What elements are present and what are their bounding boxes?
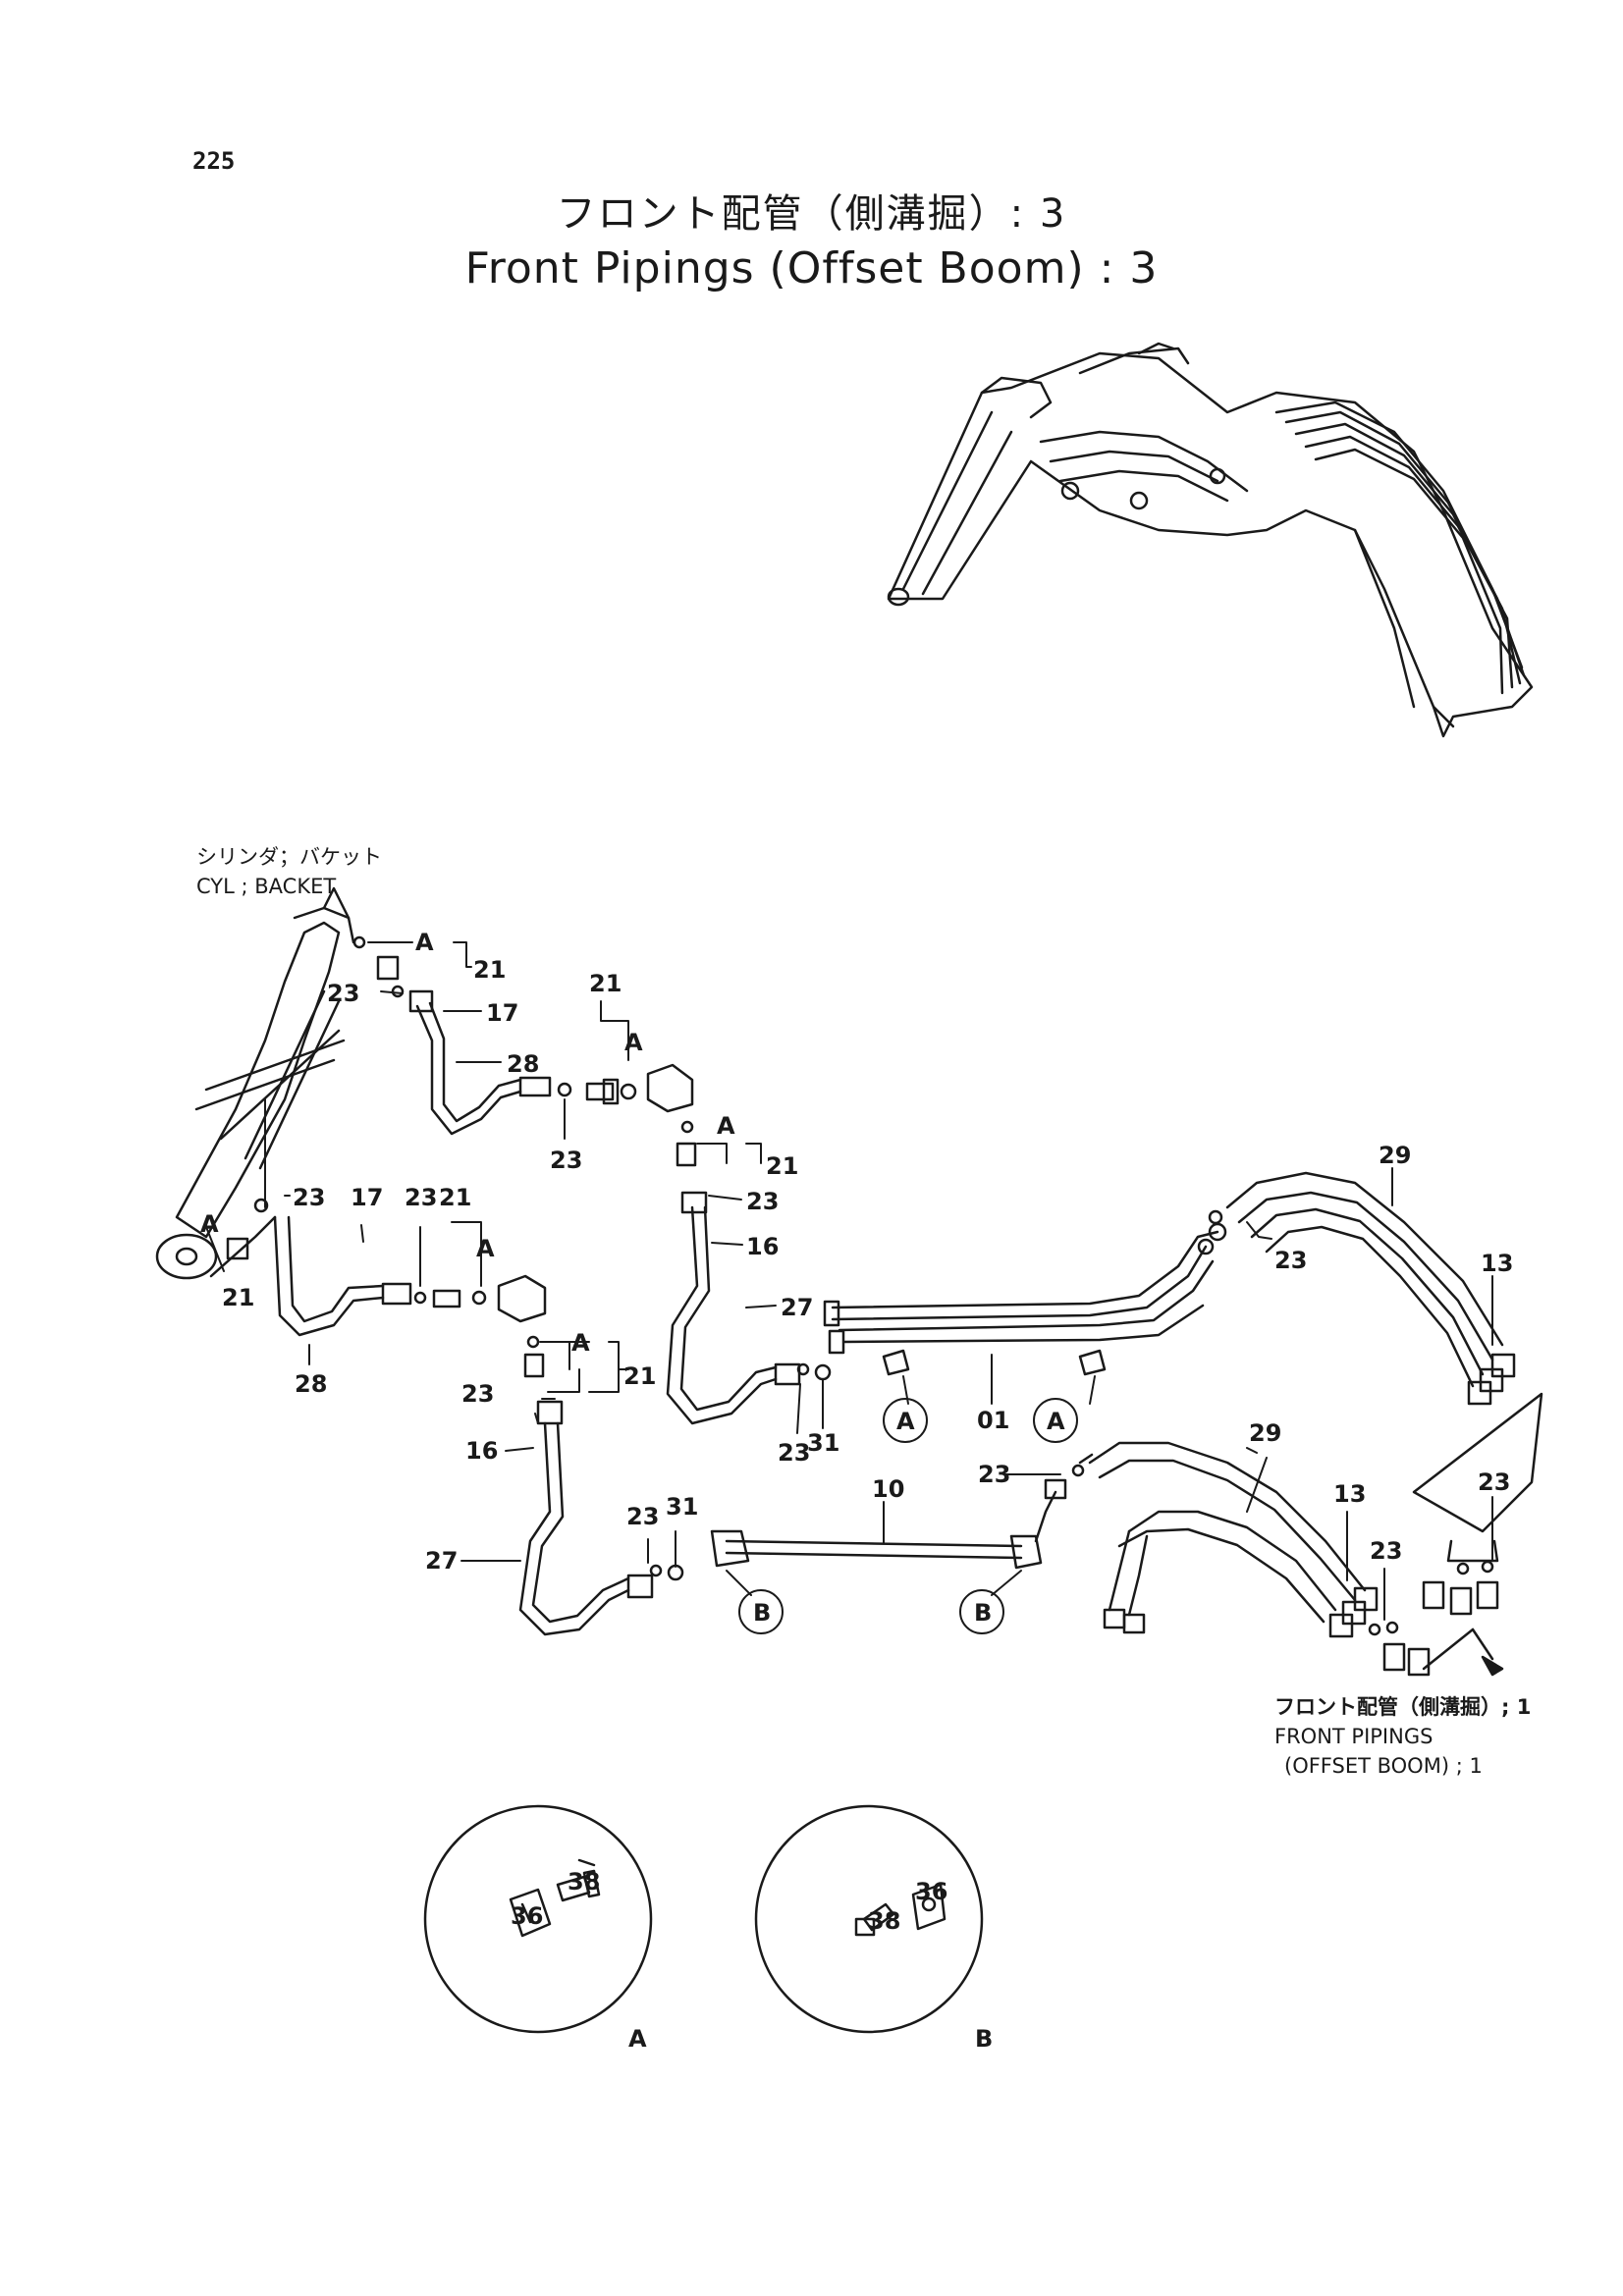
callout-cA2: A: [1047, 1408, 1065, 1435]
reference-circles: [738, 1398, 1078, 1634]
callout-c31b: 31: [666, 1493, 698, 1521]
callout-c16b: 16: [465, 1437, 498, 1465]
detail-a-clamp-number: 36: [511, 1902, 543, 1930]
callout-cAleft: A: [200, 1210, 219, 1238]
reference-note-en-2: (OFFSET BOOM) ; 1: [1284, 1754, 1483, 1778]
detail-b-clamp-number: 36: [915, 1878, 947, 1905]
callout-c28a: 28: [507, 1050, 539, 1078]
hose-27-center: [666, 1120, 832, 1425]
callout-c23l: 23: [1478, 1468, 1510, 1496]
reference-note-en-1: FRONT PIPINGS: [1274, 1725, 1434, 1748]
detail-a-label: A: [628, 2025, 647, 2053]
reference-note-jp: フロント配管（側溝掘）; 1: [1274, 1695, 1532, 1719]
pipe-10: [710, 1478, 1067, 1570]
callout-c17b: 17: [351, 1184, 383, 1211]
callout-cB2: B: [974, 1599, 992, 1627]
callout-c23h: 23: [626, 1503, 659, 1530]
callout-cA1: A: [896, 1408, 915, 1435]
callout-c23j: 23: [978, 1461, 1010, 1488]
callout-c21left: 21: [222, 1284, 254, 1311]
callout-cAa: A: [415, 929, 434, 956]
hose-27-lower: [518, 1400, 684, 1636]
reference-note: フロント配管（側溝掘）; 1 FRONT PIPINGS (OFFSET BOO…: [1274, 1692, 1531, 1781]
pipe-01: [823, 1209, 1227, 1376]
callout-c21b: 21: [589, 970, 622, 997]
bucket-cylinder-illustration: [155, 886, 355, 1280]
callout-c23c: 23: [293, 1184, 325, 1211]
callout-c23i: 23: [1274, 1247, 1307, 1274]
callout-c31a: 31: [807, 1429, 839, 1457]
callout-c10: 10: [872, 1475, 904, 1503]
callout-c23d: 23: [405, 1184, 437, 1211]
callout-cB1: B: [753, 1599, 771, 1627]
detail-a-bolt-number: 38: [568, 1868, 600, 1896]
callout-c21e: 21: [623, 1362, 656, 1390]
hose-28-lower: [226, 1198, 547, 1378]
hose-bundle-29-upper: [1225, 1171, 1516, 1406]
callout-c23e: 23: [746, 1188, 779, 1215]
detail-view-b: [754, 1804, 984, 2034]
callout-c17a: 17: [486, 999, 518, 1027]
callout-cAc: A: [476, 1235, 495, 1262]
callout-c27b: 27: [425, 1547, 458, 1575]
leader-lines: [205, 941, 1493, 1621]
page-title-japanese: フロント配管（側溝掘）: 3: [556, 191, 1067, 237]
callout-c13b: 13: [1333, 1480, 1366, 1508]
callout-c23k: 23: [1370, 1537, 1402, 1565]
hose-28-upper: [408, 989, 552, 1136]
callout-c21a: 21: [473, 956, 506, 984]
callout-c16a: 16: [746, 1233, 779, 1260]
callout-c23g: 23: [778, 1439, 810, 1467]
cylinder-label-jp: シリンダ；バケット: [196, 845, 382, 869]
callout-c27a: 27: [781, 1294, 813, 1321]
callout-cAb: A: [624, 1029, 643, 1056]
cylinder-label: シリンダ；バケット CYL ; BACKET: [196, 842, 382, 901]
callout-c28b: 28: [295, 1370, 327, 1398]
callout-cAe: A: [571, 1329, 590, 1357]
callout-cAd: A: [717, 1112, 735, 1140]
callout-c23a: 23: [327, 980, 359, 1007]
callout-c29a: 29: [1379, 1142, 1411, 1169]
callout-c13a: 13: [1481, 1250, 1513, 1277]
cylinder-label-en: CYL ; BACKET: [196, 875, 337, 898]
callout-c01: 01: [977, 1407, 1009, 1434]
callout-c23b: 23: [550, 1147, 582, 1174]
boom-overview-illustration: [887, 342, 1534, 738]
page-title-english: Front Pipings (Offset Boom) : 3: [464, 243, 1159, 294]
page-number: 225: [192, 147, 236, 175]
callout-c23f: 23: [461, 1380, 494, 1408]
detail-b-bolt-number: 38: [868, 1907, 900, 1935]
callout-c21c: 21: [439, 1184, 471, 1211]
detail-view-a: [423, 1804, 653, 2034]
hose-bundle-29-lower: [1071, 1441, 1379, 1638]
callout-c21d: 21: [766, 1152, 798, 1180]
callout-c29b: 29: [1249, 1419, 1281, 1447]
fitting-21-upper: [352, 935, 694, 1113]
connection-lines-right: [1368, 1392, 1543, 1677]
detail-b-label: B: [975, 2025, 993, 2053]
